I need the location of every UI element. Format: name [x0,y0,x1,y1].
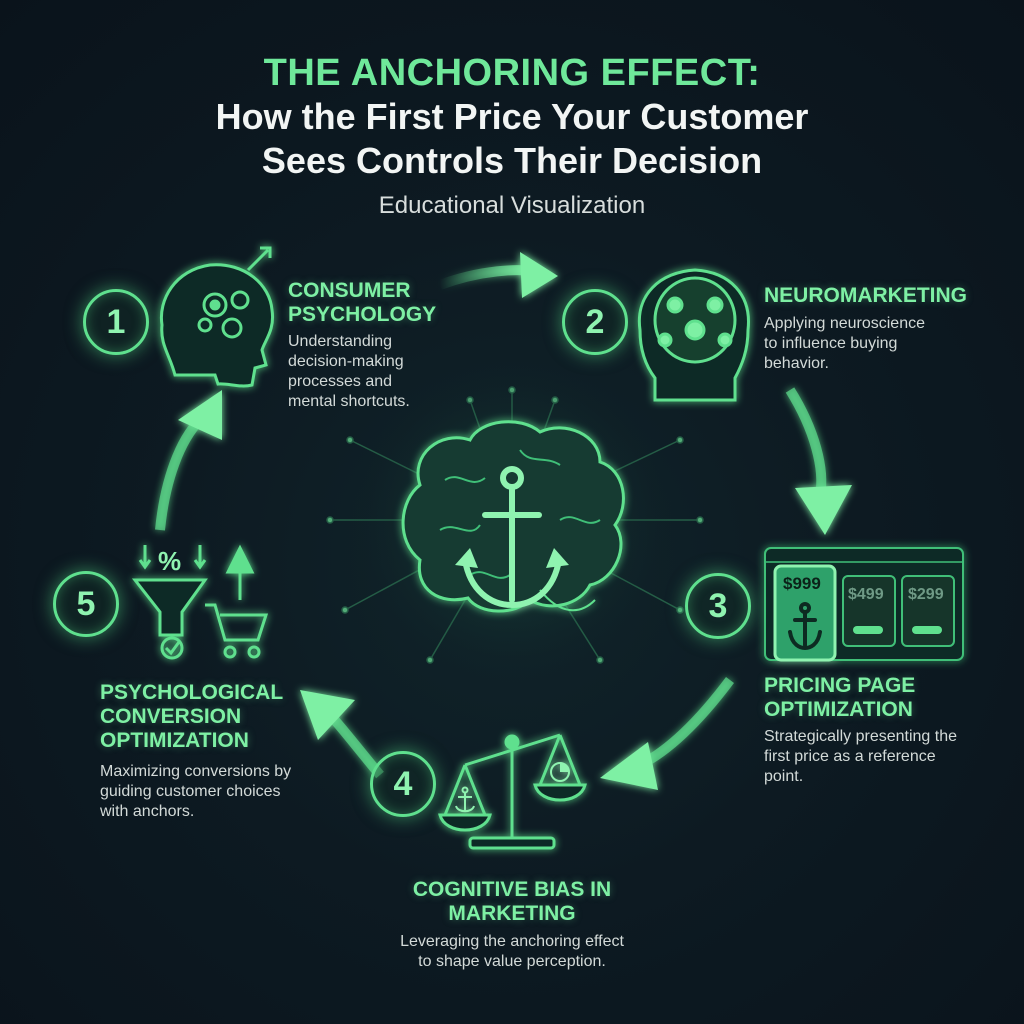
step-4-title: COGNITIVE BIAS IN MARKETING [362,878,662,926]
head-gears-icon [159,246,275,388]
step-5-desc-line: Maximizing conversions by [100,763,292,780]
pricing-page-icon [764,547,964,662]
step-2-title: NEUROMARKETING [764,284,967,308]
step-5-desc-line: with anchors. [100,803,195,820]
step-2-description: Applying neuroscience to influence buyin… [764,314,925,374]
step-1-title-line: CONSUMER [288,279,411,302]
step-1-desc-line: Understanding [288,333,393,350]
step-3-description: Strategically presenting the first price… [764,727,957,787]
step-1-title-line: PSYCHOLOGY [288,303,437,326]
step-4-number: 4 [370,751,436,817]
funnel-cart-icon [131,544,269,660]
subtitle: Educational Visualization [378,192,646,219]
step-2-desc-line: Applying neuroscience [764,315,925,332]
step-3-title-line: PRICING PAGE [764,674,916,697]
title-line-2: How the First Price Your Customer [215,96,809,137]
step-5-title: PSYCHOLOGICAL CONVERSION OPTIMIZATION [100,681,283,753]
step-3-number: 3 [685,573,751,639]
brain-anchor-icon [401,420,625,613]
step-1-desc-line: processes and [288,373,393,390]
step-5-number: 5 [53,571,119,637]
step-3-desc-line: point. [764,768,804,785]
step-2-number: 2 [562,289,628,355]
step-3-title: PRICING PAGE OPTIMIZATION [764,674,915,722]
arrow-3-to-4 [600,676,734,790]
step-1-desc-line: decision-making [288,353,404,370]
title-line-1: THE ANCHORING EFFECT: [263,52,761,94]
step-5-title-line: CONVERSION [100,705,242,728]
arrow-1-to-2 [438,252,558,298]
step-4-desc-line: to shape value perception. [418,953,606,970]
step-3-desc-line: Strategically presenting the [764,728,957,745]
step-2-desc-line: behavior. [764,355,829,372]
step-3-title-line: OPTIMIZATION [764,698,913,721]
brain-scan-icon [637,268,750,402]
step-2-desc-line: to influence buying [764,335,898,352]
arrow-4-to-5 [300,690,384,779]
step-1-title: CONSUMER PSYCHOLOGY [288,279,436,327]
step-4-title-line: MARKETING [448,902,576,925]
step-1-description: Understanding decision-making processes … [288,332,410,412]
price-low-label: $299 [908,586,944,603]
arrow-2-to-3 [785,387,852,535]
step-4-title-line: COGNITIVE BIAS IN [412,878,612,901]
balance-scale-icon [438,733,587,850]
step-3-desc-line: first price as a reference [764,748,936,765]
step-2-title-line: NEUROMARKETING [764,284,967,307]
percent-symbol: % [158,546,182,576]
arrow-5-to-1 [155,390,222,531]
step-1-desc-line: mental shortcuts. [288,393,410,410]
step-5-title-line: OPTIMIZATION [100,729,249,752]
step-1-number: 1 [83,289,149,355]
step-5-desc-line: guiding customer choices [100,783,281,800]
price-anchor-label: $999 [783,574,821,593]
price-mid-label: $499 [848,586,884,603]
title-line-3: Sees Controls Their Decision [261,140,763,181]
step-4-description: Leveraging the anchoring effect to shape… [337,932,687,972]
step-5-title-line: PSYCHOLOGICAL [100,681,284,704]
step-5-description: Maximizing conversions by guiding custom… [100,762,291,822]
step-4-desc-line: Leveraging the anchoring effect [400,933,624,950]
